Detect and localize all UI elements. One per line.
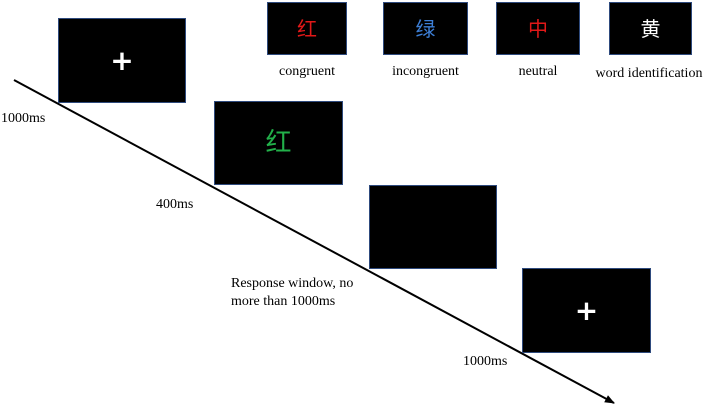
condition-caption-incongruent: incongruent [392, 64, 459, 79]
timing-label-response-line2: more than 1000ms [231, 294, 336, 309]
condition-panel-neutral: 中 [496, 2, 580, 55]
timing-label-first-fixation: 1000ms [1, 111, 46, 126]
condition-panel-congruent: 红 [267, 2, 347, 55]
fixation-cross: + [110, 43, 134, 77]
condition-char-incongruent: 绿 [415, 16, 436, 41]
timing-label-response-line1: Response window, no [231, 276, 354, 291]
condition-caption-congruent: congruent [279, 64, 335, 79]
condition-char-word-identification: 黄 [640, 16, 661, 41]
fixation-cross-final: + [574, 293, 599, 327]
stimulus-screen: 红 [214, 101, 343, 185]
condition-caption-neutral: neutral [518, 64, 558, 79]
condition-caption-word-identification: word identification [595, 66, 703, 81]
blank-screen [369, 185, 497, 269]
fixation-screen-2: + [522, 268, 651, 353]
timing-label-final-fixation: 1000ms [463, 354, 508, 369]
condition-char-congruent: 红 [297, 16, 317, 41]
condition-char-neutral: 中 [528, 16, 548, 41]
condition-panel-incongruent: 绿 [383, 2, 468, 55]
fixation-screen-1: + [58, 18, 186, 103]
condition-panel-word-identification: 黄 [609, 2, 692, 55]
stimulus-char: 红 [265, 128, 292, 158]
timing-label-stimulus: 400ms [156, 197, 194, 212]
